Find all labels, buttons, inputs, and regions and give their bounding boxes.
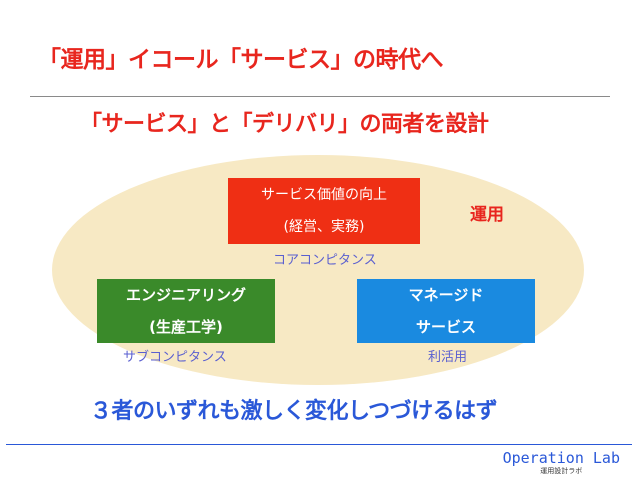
service-value-line2: (経営、実務) — [283, 219, 365, 235]
engineering-line2: (生産工学) — [149, 318, 223, 336]
slide-subtitle: 「サービス」と「デリバリ」の両者を設計 — [80, 112, 489, 137]
core-competence-caption: コアコンピタンス — [273, 253, 377, 268]
footer-divider — [6, 444, 632, 445]
brand-name: Operation Lab — [502, 449, 620, 467]
managed-service-line2: サービス — [415, 318, 476, 336]
engineering-line1: エンジニアリング — [125, 286, 246, 304]
title-divider — [30, 96, 610, 97]
brand-logo: Operation Lab 運用設計ラボ — [503, 449, 620, 476]
managed-service-line1: マネージド — [408, 286, 484, 304]
domain-label: 運用 — [470, 205, 504, 225]
service-value-line1: サービス価値の向上 — [261, 187, 387, 203]
utilization-caption: 利活用 — [428, 350, 468, 365]
service-value-box: サービス価値の向上 (経営、実務) — [228, 178, 420, 244]
conclusion-text: ３者のいずれも激しく変化しつづけるはず — [90, 399, 498, 424]
engineering-box: エンジニアリング (生産工学) — [97, 279, 275, 343]
managed-service-box: マネージド サービス — [357, 279, 535, 343]
sub-competence-caption: サブコンピタンス — [123, 350, 227, 365]
brand-subtitle: 運用設計ラボ — [540, 467, 583, 475]
slide-title: 「運用」イコール「サービス」の時代へ — [38, 47, 444, 73]
